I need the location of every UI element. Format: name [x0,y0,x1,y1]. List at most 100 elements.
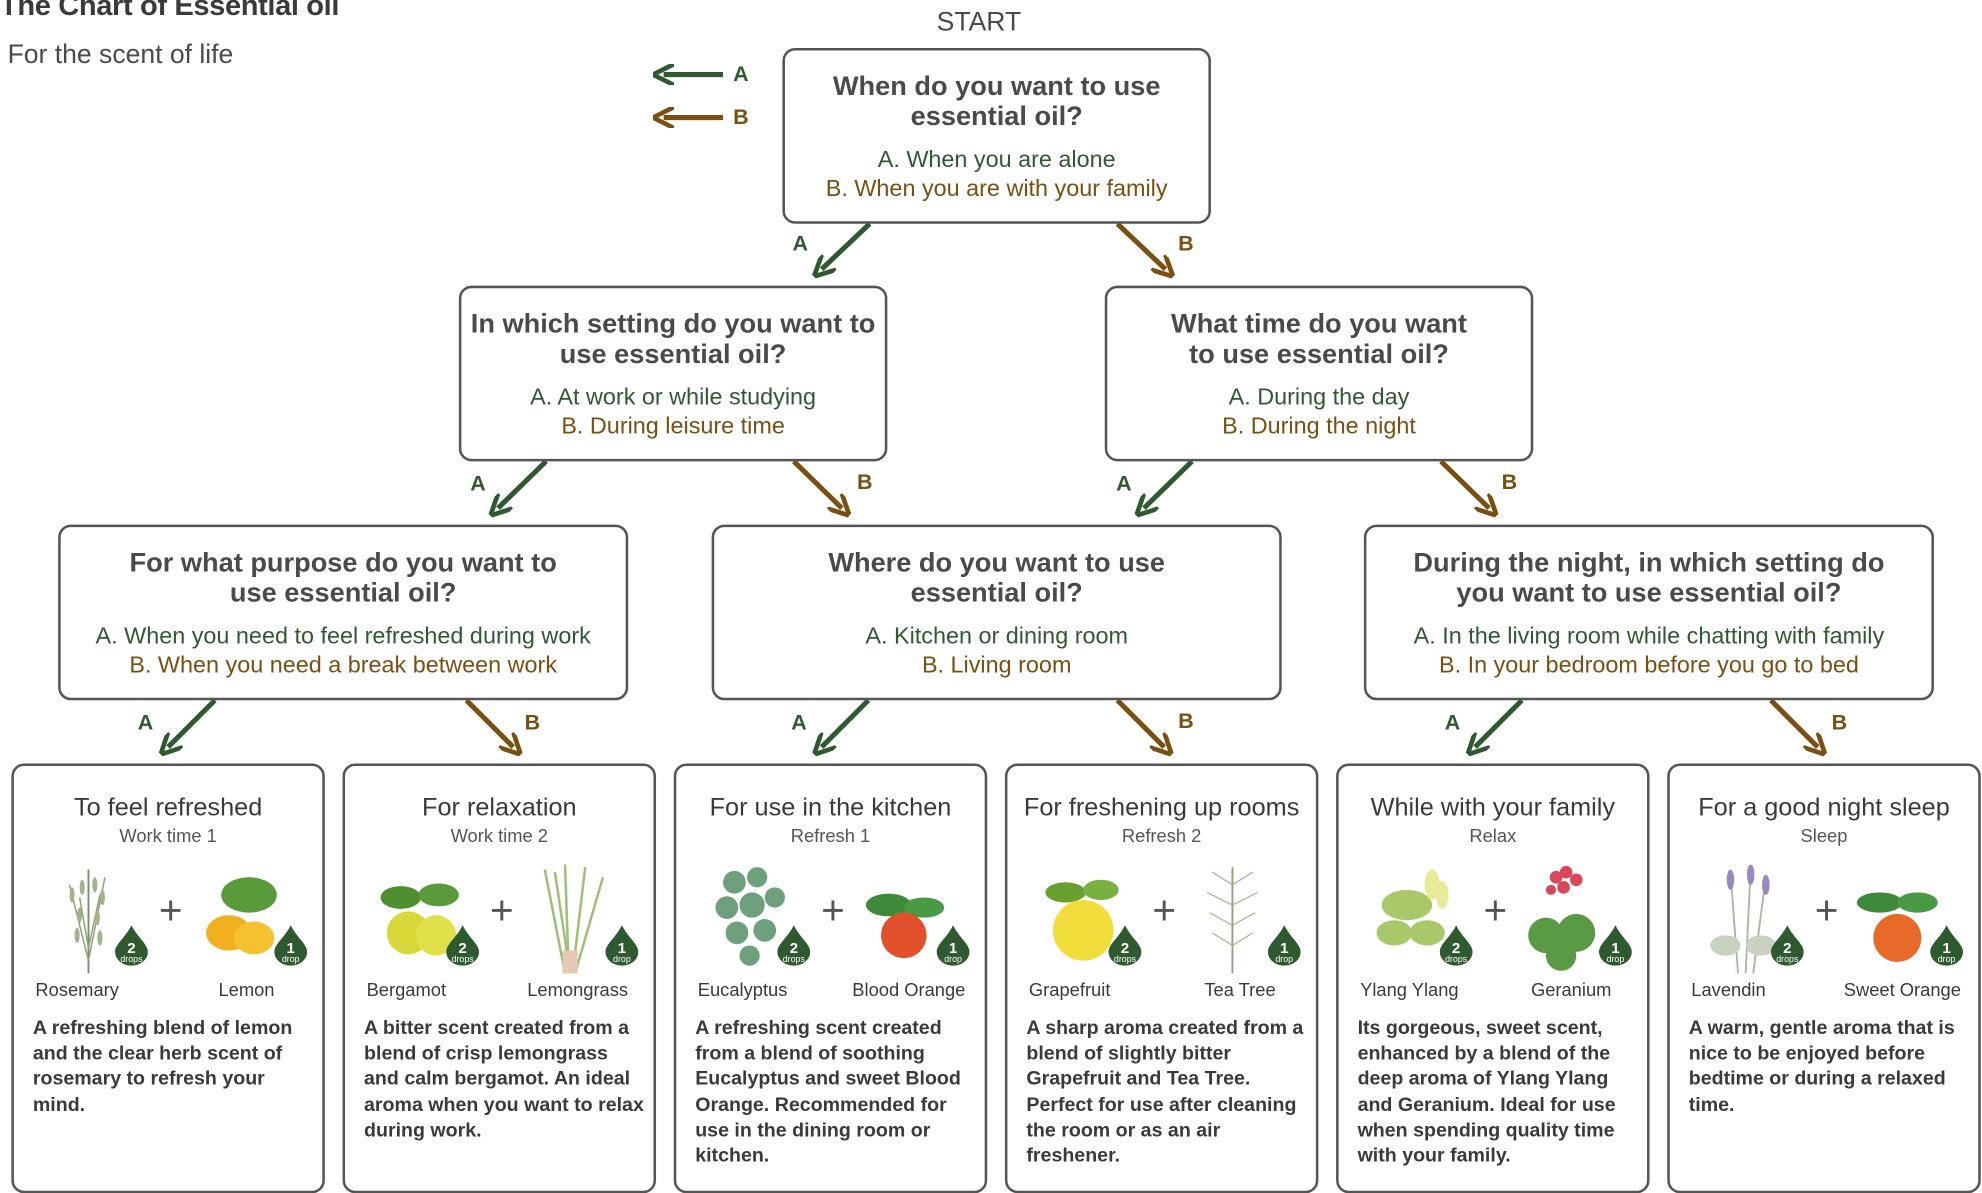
question-box-5: Where do you want to use essential oil? … [711,524,1282,701]
page-title: The Chart of Essential oil [0,0,340,22]
question-text: During the night, in which setting do yo… [1413,546,1885,608]
arrow-b [1439,459,1489,508]
option-a: A. Kitchen or dining room [865,621,1128,648]
question-box-1: When do you want to use essential oil? A… [782,48,1211,224]
geranium-flower-icon [1521,860,1609,976]
arrow-label-a: A [1116,471,1132,496]
card-description: Its gorgeous, sweet scent, enhanced by a… [1357,1017,1616,1167]
option-b: B. In your bedroom before you go to bed [1438,650,1859,677]
lemongrass-icon [527,860,615,976]
grapefruit-icon [1038,860,1126,976]
drop-unit: drop [1606,955,1625,965]
card-subtitle: Work time 2 [450,826,549,847]
drop-badge-icon [1770,925,1804,966]
drop-badge-icon [274,925,308,966]
question-text: When do you want to use essential oil? [832,70,1161,131]
card-description: A sharp aroma created from a blend of sl… [1026,1017,1304,1167]
arrow-a [822,698,871,747]
drop-count: 2 [127,939,136,957]
drop-badge-icon [936,925,970,966]
drop-unit: drop [613,955,631,965]
question-text: In which setting do you want to use esse… [470,307,876,369]
ingredient-right-name: Tea Tree [1204,980,1276,1002]
card-subtitle: Sleep [1800,826,1848,847]
card-description: A refreshing blend of lemon and the clea… [32,1017,293,1116]
plus-sign: + [1483,887,1508,933]
ingredient-left-name: Eucalyptus [697,980,788,1002]
drop-unit: drop [944,955,962,965]
card-subtitle: Relax [1469,826,1517,847]
lemon-fruit-icon [196,860,284,976]
ingredient-left-name: Rosemary [35,980,119,1002]
card-title: For a good night sleep [1698,793,1950,822]
drop-count: 1 [617,939,627,957]
question-text: For what purpose do you want to use esse… [129,546,557,608]
drop-badge-icon [446,925,480,966]
card-subtitle: Work time 1 [119,826,217,847]
ingredient-left-name: Grapefruit [1028,980,1111,1002]
ingredient-right-name: Lemongrass [527,980,629,1002]
question-text: What time do you want to use essential o… [1171,307,1467,369]
ingredient-right-name: Lemon [218,980,275,1002]
plus-sign: + [490,887,514,933]
plus-sign: + [158,887,183,933]
arrow-a [822,221,872,270]
option-a: A. When you are alone [877,144,1116,172]
card-title: While with your family [1370,793,1616,822]
drop-unit: drops [1113,955,1137,965]
drop-unit: drops [451,955,474,965]
drop-badge-icon [1439,925,1473,966]
option-a: A. At work or while studying [530,382,817,409]
drop-unit: drops [1776,955,1799,965]
bergamot-fruit-icon [375,860,463,976]
drop-count: 1 [286,939,295,957]
arrow-b [792,459,842,508]
arrow-b [464,698,513,747]
plus-sign: + [821,887,845,933]
drop-count: 1 [1611,939,1620,957]
ingredient-right-name: Geranium [1530,980,1612,1002]
arrow-label-a: A [791,710,807,735]
question-box-3: What time do you want to use essential o… [1104,285,1534,462]
drop-count: 1 [1942,939,1951,957]
lavender-sprig-icon [1700,860,1788,976]
legend-label-a: A [733,61,749,86]
card-subtitle: Refresh 1 [790,826,871,847]
drop-unit: drops [782,955,805,965]
arrow-b [1769,698,1818,747]
drop-count: 2 [458,939,467,957]
ingredient-right-name: Blood Orange [852,980,966,1002]
option-b: B. During the night [1222,411,1416,438]
question-text: Where do you want to use essential oil? [828,546,1166,608]
arrow-label-b: B [1501,470,1518,495]
page-subtitle: For the scent of life [7,40,234,70]
arrow-label-b: B [1178,231,1194,256]
drop-unit: drop [1937,955,1956,965]
arrow-label-a: A [470,471,486,496]
card-description: A bitter scent created from a blend of c… [364,1017,644,1142]
drop-count: 1 [1280,939,1289,957]
drop-unit: drop [281,955,300,965]
option-b: B. During leisure time [561,411,785,438]
question-box-6: During the night, in which setting do yo… [1363,524,1934,701]
start-label: START [936,7,1022,37]
drop-count: 2 [1783,939,1792,957]
ingredient-left-name: Bergamot [366,980,447,1002]
arrow-a [498,459,548,508]
card-title: For use in the kitchen [709,793,952,822]
drop-badge-icon [777,925,811,966]
rosemary-sprig-icon [44,860,132,976]
